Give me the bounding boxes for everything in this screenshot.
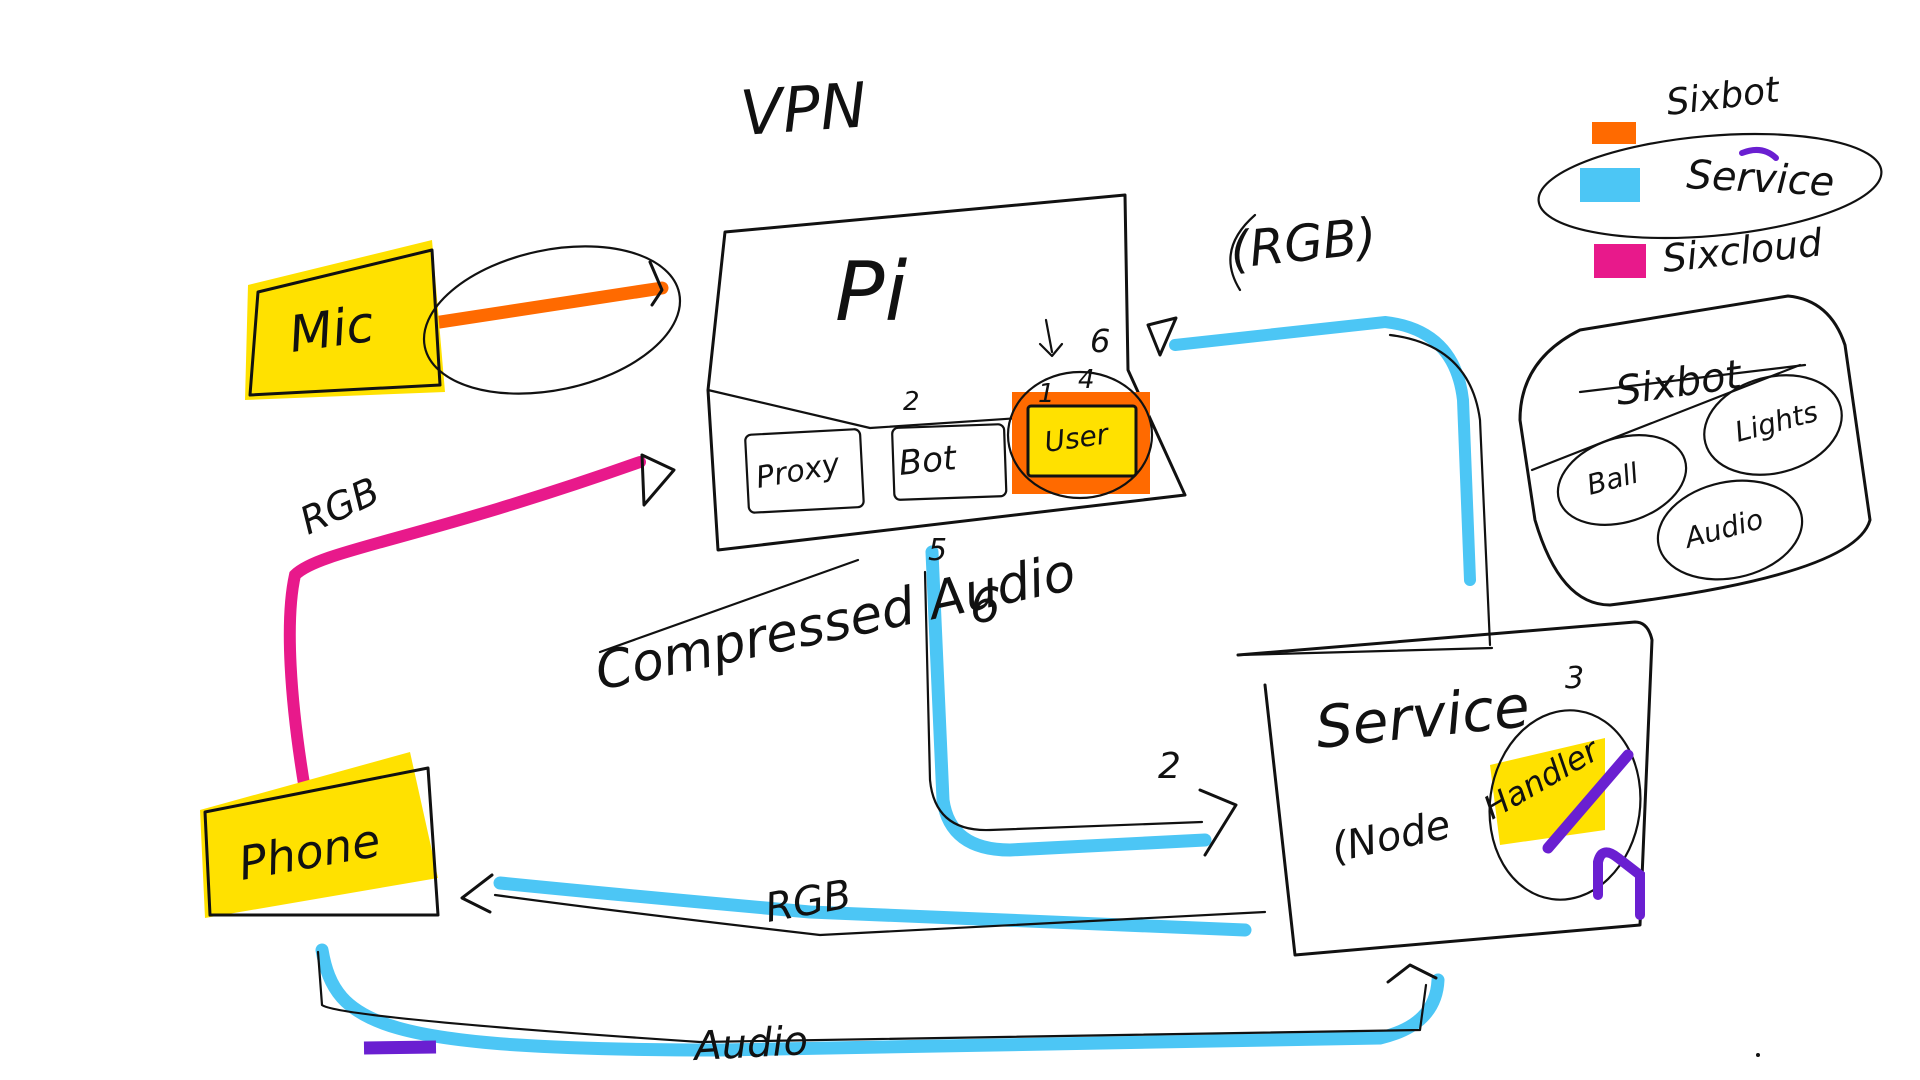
service-node[interactable]: Service 3 (Node Handler — [1236, 620, 1654, 957]
sixbot-item-audio-label: Audio — [1679, 502, 1766, 555]
service-to-phone-link — [493, 876, 1252, 937]
pi-to-service-arrowhead-icon — [1198, 788, 1238, 857]
service-handler-strike — [1542, 749, 1634, 854]
mic-box — [248, 248, 442, 397]
pi-badge-2: 2 — [903, 387, 920, 417]
rgb-paren-left — [1229, 213, 1257, 292]
mic-label: Mic — [286, 295, 378, 364]
audio-tail-mark — [363, 1040, 437, 1055]
pi-user-ring — [1006, 370, 1154, 500]
badge-2-service: 2 — [1158, 746, 1181, 787]
legend-label-service: Service — [1685, 152, 1835, 206]
sixbot-divider — [1530, 363, 1802, 472]
sixbot-title: Sixbot — [1613, 352, 1745, 415]
phone-pi-arrowhead-icon — [640, 453, 676, 507]
legend-label-sixcloud: Sixcloud — [1660, 220, 1825, 281]
phone-pi-label: RGB — [293, 469, 386, 543]
service-handler-arrow-icon — [1593, 847, 1645, 920]
phone-to-pi-link — [283, 456, 646, 796]
pi-label: Pi — [835, 245, 907, 340]
service-handler-ring — [1488, 709, 1642, 901]
vpn-title: VPN — [738, 68, 869, 150]
service-box — [1236, 620, 1654, 957]
pi-service-label: (RGB) — [1227, 207, 1379, 280]
sixbot-item-ball[interactable] — [1546, 420, 1697, 541]
user-down-arrow-icon — [1038, 318, 1064, 358]
sixbot-item-lights[interactable] — [1693, 361, 1853, 490]
stray-dot — [1756, 1053, 1760, 1057]
legend-swatch-sixcloud — [1594, 244, 1646, 278]
pi-module-user-fill — [1028, 406, 1136, 476]
phone-node[interactable]: Phone — [200, 752, 440, 918]
legend: Sixbot Service Sixcloud — [1537, 69, 1883, 281]
pi-module-proxy-label: Proxy — [753, 447, 843, 496]
phone-to-service-audio-link — [315, 943, 1445, 1057]
service-label: Service — [1312, 672, 1532, 762]
service-top-line — [1236, 646, 1494, 657]
pi-to-service-link — [925, 545, 1212, 857]
pi-box — [706, 193, 1187, 552]
mic-link-ellipse — [422, 245, 682, 395]
compressed-audio-text: Compressed Audio — [590, 542, 1080, 702]
pi-badge-6: 6 — [1090, 322, 1110, 360]
legend-swatch-service — [1580, 168, 1640, 202]
phone-service-audio-label: Audio — [690, 1018, 809, 1070]
pi-module-proxy[interactable] — [744, 428, 865, 514]
service-to-phone-ink — [493, 893, 1267, 937]
pi-right-arrowhead-icon — [1146, 316, 1178, 357]
pi-node[interactable]: Pi Proxy Bot User 2 1 4 6 — [706, 193, 1187, 552]
sixbot-top-line — [1578, 363, 1807, 394]
service-to-pi-ink — [1388, 333, 1492, 647]
sixbot-node[interactable]: Sixbot Ball Lights Audio — [1518, 294, 1872, 607]
legend-swatch-sixbot — [1592, 122, 1636, 144]
badge-6: 6 — [970, 578, 1001, 634]
service-badge-3: 3 — [1565, 661, 1584, 696]
legend-violet-tick — [1739, 146, 1779, 161]
sixbot-item-lights-label: Lights — [1731, 395, 1821, 449]
service-sublabel: (Node — [1328, 802, 1455, 872]
compressed-audio-label: Compressed Audio — [590, 542, 1080, 702]
phone-highlight — [200, 752, 438, 918]
pi-divider — [706, 388, 1022, 430]
service-phone-label: RGB — [762, 872, 855, 932]
service-to-phone-arrowhead-icon — [460, 873, 494, 914]
mic-highlight — [245, 240, 445, 400]
phone-to-service-audio-arrowhead-icon — [1386, 963, 1438, 984]
pi-badge-1: 1 — [1038, 379, 1055, 409]
compressed-audio-underline — [598, 558, 860, 654]
phone-box — [203, 766, 440, 917]
mic-arrow — [648, 260, 664, 307]
phone-to-service-audio-ink — [316, 950, 1428, 1044]
pi-to-service-ink — [923, 570, 1204, 832]
pi-module-user[interactable] — [1026, 404, 1138, 478]
sixbot-item-audio[interactable] — [1649, 468, 1812, 592]
sixbot-item-ball-label: Ball — [1583, 456, 1642, 501]
pi-badge-4: 4 — [1078, 365, 1095, 395]
mic-node[interactable]: Mic — [245, 240, 445, 400]
badge-5: 5 — [928, 533, 947, 568]
pi-module-bot-label: Bot — [897, 438, 960, 484]
sixbot-box — [1518, 294, 1872, 607]
legend-service-ring — [1537, 132, 1883, 240]
legend-label-sixbot: Sixbot — [1664, 69, 1783, 124]
pi-module-bot[interactable] — [891, 423, 1008, 501]
service-to-pi-link — [1169, 315, 1476, 586]
mic-to-pi-link — [433, 281, 669, 329]
